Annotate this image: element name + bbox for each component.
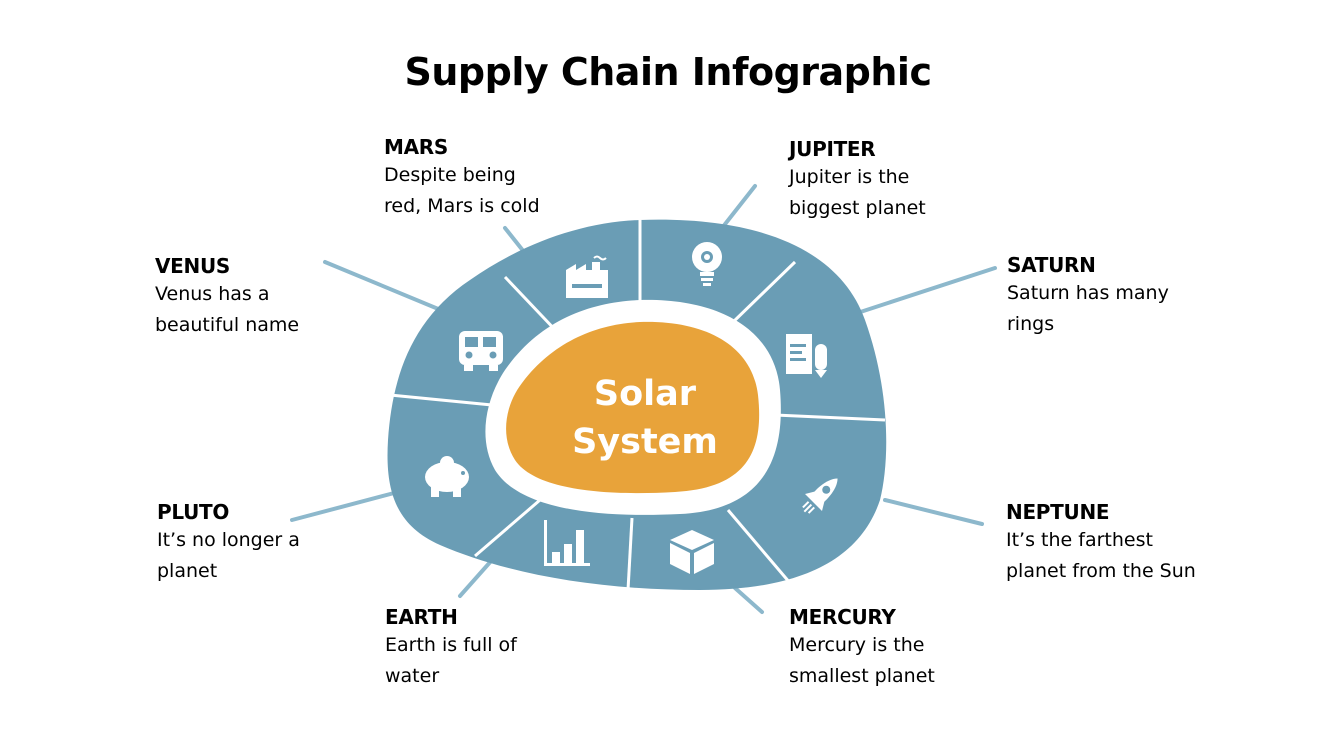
center-line-2: System [572,422,718,462]
connector-earth [458,558,494,598]
label-desc: beautiful name [155,314,300,336]
factory-icon [566,255,608,298]
connector-jupiter [720,184,757,230]
connector-lines [290,184,997,614]
label-desc: rings [1007,313,1055,335]
label-title: JUPITER [789,137,876,161]
bar-chart-icon [544,520,590,566]
label-title: NEPTUNE [1006,500,1110,524]
label-title: MERCURY [789,605,896,629]
label-desc: Saturn has many [1007,282,1169,304]
label-desc: It’s the farthest [1006,529,1153,551]
connector-pluto [290,490,400,522]
label-mercury: MERCURY Mercury is the smallest planet [789,604,935,692]
label-title: MARS [384,135,448,159]
label-saturn: SATURN Saturn has many rings [1007,252,1169,340]
center-label: Solar System [545,370,745,466]
label-desc: It’s no longer a [157,529,300,551]
label-desc: biggest planet [789,197,926,219]
piggy-bank-icon [425,456,469,497]
label-jupiter: JUPITER Jupiter is the biggest planet [789,136,926,224]
label-desc: Jupiter is the [789,166,910,188]
segment-dividers [389,220,886,591]
label-pluto: PLUTO It’s no longer a planet [157,499,300,587]
center-line-1: Solar [593,374,697,414]
label-neptune: NEPTUNE It’s the farthest planet from th… [1006,499,1196,587]
label-mars: MARS Despite being red, Mars is cold [384,134,540,222]
label-desc: Earth is full of [385,634,517,656]
connector-saturn [840,266,997,320]
label-title: EARTH [385,605,458,629]
label-desc: Despite being [384,164,516,186]
segment-icons [425,242,838,574]
connector-mercury [733,586,764,614]
label-venus: VENUS Venus has a beautiful name [155,253,299,341]
label-desc: water [385,665,440,687]
label-earth: EARTH Earth is full of water [385,604,517,692]
lightbulb-gear-icon [692,242,722,286]
label-title: VENUS [155,254,231,278]
label-desc: planet [157,560,218,582]
connector-neptune [883,498,984,526]
page-title: Supply Chain Infographic [404,50,932,94]
label-desc: planet from the Sun [1006,560,1196,582]
label-title: SATURN [1007,253,1096,277]
label-desc: red, Mars is cold [384,195,540,217]
label-desc: Venus has a [155,283,270,305]
core-blob [506,321,760,494]
label-desc: smallest planet [789,665,935,687]
document-pencil-icon [786,334,827,378]
rocket-icon [802,478,838,514]
label-desc: Mercury is the [789,634,925,656]
box-icon [670,530,714,574]
label-title: PLUTO [157,500,230,524]
truck-icon [459,331,503,371]
